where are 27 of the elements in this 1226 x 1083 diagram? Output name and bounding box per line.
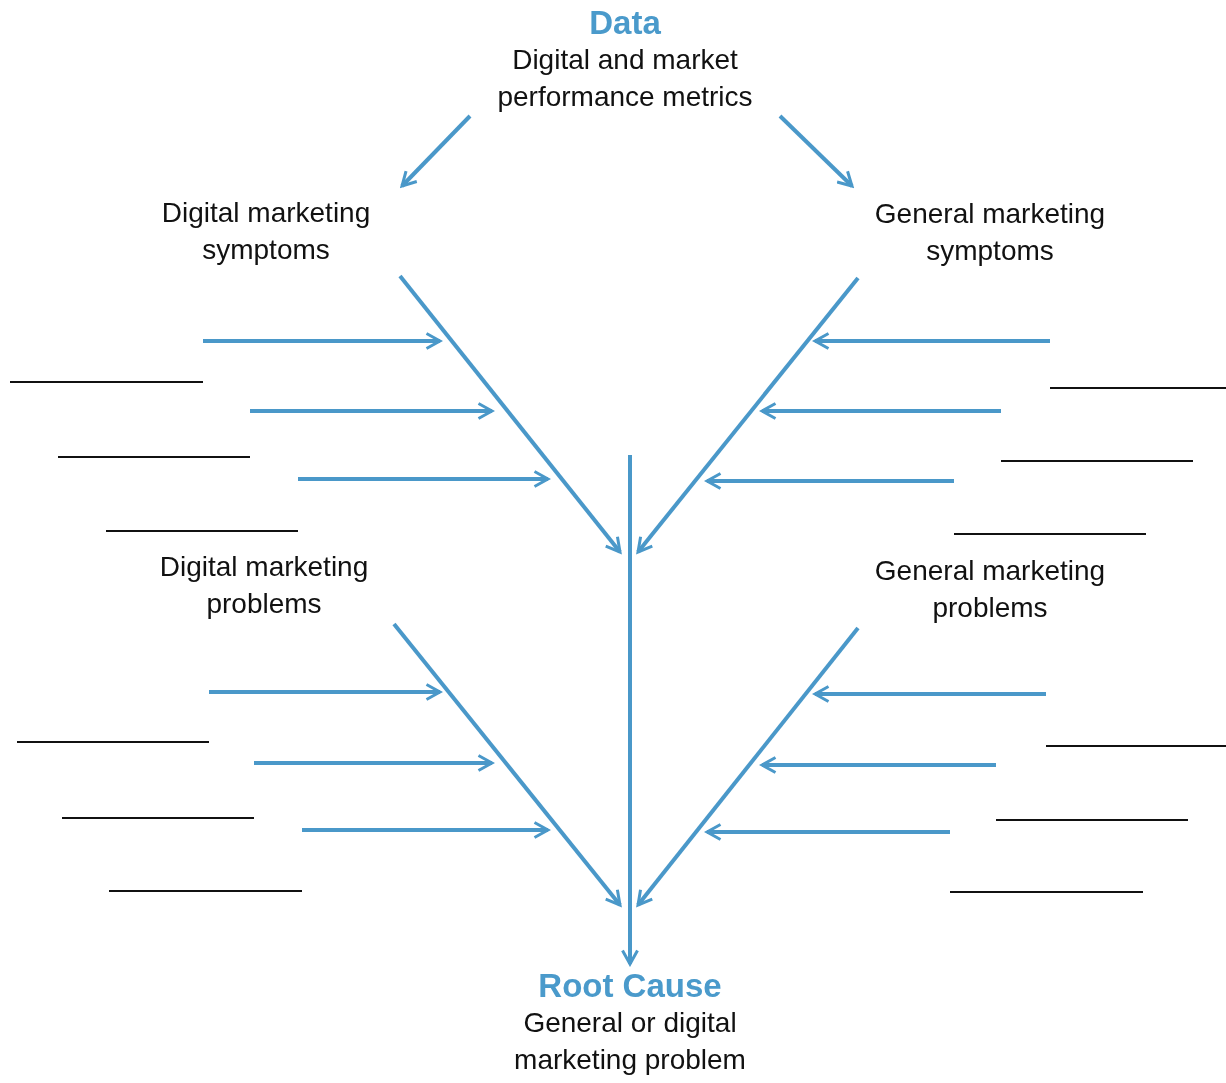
arrow [705, 823, 950, 841]
arrow [760, 756, 996, 774]
arrow [398, 274, 622, 554]
arrow [400, 114, 472, 188]
node-label: General marketing symptoms [873, 197, 1107, 268]
node-label: Digital marketing symptoms [160, 196, 372, 267]
arrow [209, 683, 442, 701]
arrow [813, 685, 1046, 703]
arrow [254, 754, 494, 772]
arrow [298, 470, 550, 488]
node-label: General or digital marketing problem [513, 1006, 747, 1077]
node-label: Digital marketing problems [158, 550, 370, 621]
node-label: Digital and market performance metrics [496, 43, 754, 114]
arrow [250, 402, 494, 420]
heading: Data [589, 5, 661, 41]
arrow [636, 276, 860, 554]
arrow [760, 402, 1001, 420]
arrow [705, 472, 954, 490]
arrow [302, 821, 550, 839]
arrow [813, 332, 1050, 350]
arrow [636, 626, 860, 907]
heading: Root Cause [538, 968, 722, 1004]
arrow [203, 332, 442, 350]
arrow [621, 455, 639, 966]
arrow [392, 622, 622, 907]
node-label: General marketing problems [873, 554, 1107, 625]
arrow [778, 114, 854, 188]
